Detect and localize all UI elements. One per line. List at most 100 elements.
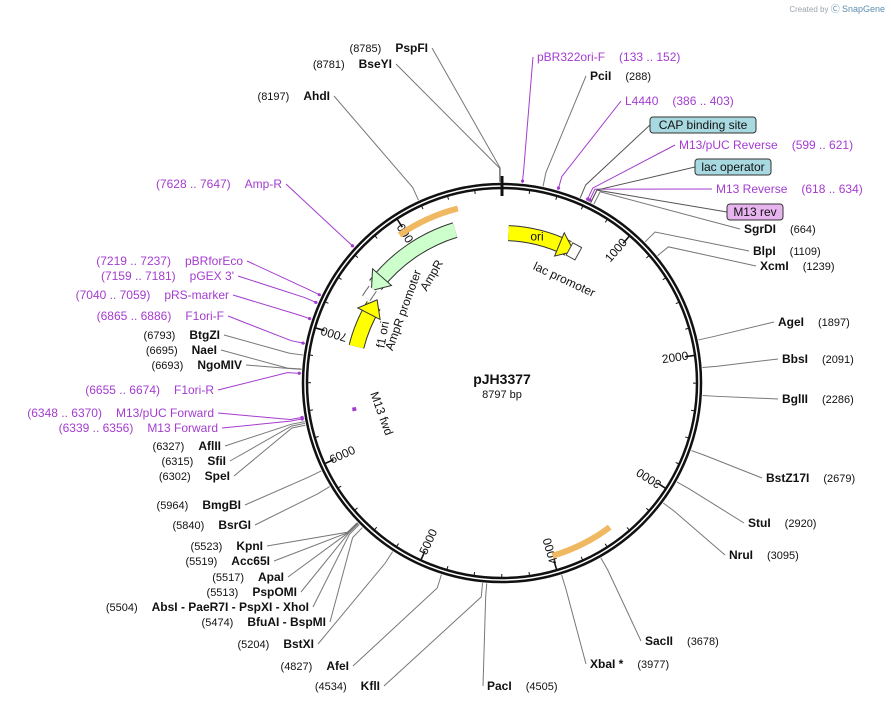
- minor-tick: [337, 276, 342, 280]
- major-tick: [685, 354, 696, 358]
- enzyme-name: PspFI: [395, 41, 428, 55]
- major-tick: [657, 482, 667, 490]
- enzyme-naei[interactable]: NaeI (6695): [146, 343, 302, 370]
- primer-l4440[interactable]: L4440(386 .. 403): [556, 94, 734, 191]
- enzyme-pcii[interactable]: PciI(288): [542, 69, 651, 187]
- enzyme-aflii[interactable]: AflII(6327): [153, 421, 305, 453]
- enzyme-xcmi[interactable]: XcmI(1239): [657, 246, 835, 273]
- enzyme-name: NruI: [729, 548, 753, 562]
- primer-prs-marker[interactable]: pRS-marker(7040 .. 7059): [76, 288, 312, 321]
- enzyme-leader-line: [273, 522, 359, 562]
- enzyme-sgrdi[interactable]: SgrDI(664): [593, 191, 816, 236]
- enzyme-kpni[interactable]: KpnI(5523): [191, 522, 358, 553]
- enzyme-position: (6693): [152, 360, 184, 372]
- feature-box-leader-line: [579, 124, 651, 199]
- enzyme-leader-line: [644, 231, 750, 252]
- enzyme-name: BfuAI - BspMI: [247, 615, 326, 629]
- primer-m13-reverse[interactable]: M13 Reverse(618 .. 634): [588, 182, 863, 202]
- enzyme-xbai[interactable]: XbaI *(3977): [561, 574, 670, 671]
- enzyme-bstz17i[interactable]: BstZ17I (2679): [691, 450, 855, 485]
- primer-m13-puc-forward[interactable]: M13/pUC Forward(6348 .. 6370): [27, 406, 305, 420]
- enzyme-name: KpnI: [236, 539, 263, 553]
- enzyme-bglii[interactable]: BglII(2286): [702, 392, 854, 406]
- enzyme-ahdi[interactable]: AhdI(8197): [258, 89, 419, 201]
- enzyme-name: NaeI: [192, 343, 217, 357]
- enzyme-leader-line: [287, 522, 359, 578]
- feature-ampr-promoter[interactable]: [362, 286, 376, 301]
- primer-range: (599 .. 621): [792, 138, 853, 152]
- enzyme-bsrgi[interactable]: BsrGI(5840): [173, 486, 330, 532]
- enzyme-position: (8781): [313, 59, 345, 71]
- primer-leader-line: [285, 183, 355, 248]
- feature-box-cap-binding-site[interactable]: CAP binding site: [579, 116, 757, 199]
- enzyme-name: BtgZI: [189, 328, 220, 342]
- enzyme-blpi[interactable]: BlpI(1109): [644, 231, 821, 258]
- enzyme-position: (2286): [822, 394, 854, 406]
- enzyme-position: (2920): [785, 518, 817, 530]
- enzyme-position: (6695): [146, 345, 178, 357]
- primer-f1ori-r[interactable]: F1ori-R(6655 .. 6674): [85, 371, 302, 397]
- feature-m13-fwd[interactable]: [352, 406, 357, 412]
- enzyme-position: (1897): [818, 317, 850, 329]
- enzyme-name: AfeI: [326, 659, 349, 673]
- enzyme-btgzi[interactable]: BtgZI(6793): [144, 328, 304, 356]
- enzyme-nrui[interactable]: NruI(3095): [662, 502, 799, 562]
- primer-pgex-3[interactable]: pGEX 3' (7159 .. 7181): [101, 269, 318, 304]
- enzyme-absi-paer7i-pspxi-xhoi[interactable]: AbsI - PaeR7I - PspXI - XhoI(5504): [106, 524, 360, 614]
- enzyme-position: (3977): [637, 659, 669, 671]
- primer-site-mark: [588, 198, 592, 202]
- enzyme-position: (5519): [186, 556, 218, 568]
- enzyme-sacii[interactable]: SacII(3678): [600, 557, 719, 648]
- primer-f1ori-f[interactable]: F1ori-F(6865 .. 6886): [97, 309, 306, 345]
- enzyme-bbsi[interactable]: BbsI(2091): [702, 352, 854, 368]
- feature-box-leader-line: [590, 166, 696, 203]
- enzyme-bmgbi[interactable]: BmgBI(5964): [157, 470, 322, 512]
- feature-lac-promoter[interactable]: [565, 242, 583, 261]
- primer-m13-puc-reverse[interactable]: M13/pUC Reverse(599 .. 621): [586, 138, 853, 201]
- enzyme-afei[interactable]: AfeI(4827): [281, 574, 442, 673]
- enzyme-position: (5474): [202, 617, 234, 629]
- enzyme-position: (5504): [106, 602, 138, 614]
- enzyme-paci[interactable]: PacI(4505): [482, 583, 557, 693]
- primer-pbr322ori-f[interactable]: pBR322ori-F(133 .. 152): [520, 50, 680, 184]
- primer-range: (7159 .. 7181): [101, 269, 176, 283]
- enzyme-pspomi[interactable]: PspOMI(5513): [207, 523, 359, 599]
- primer-leader-line: [237, 275, 318, 304]
- primer-name: F1ori-R: [174, 383, 214, 397]
- minor-tick: [373, 526, 378, 531]
- enzyme-bseyi[interactable]: BseYI(8781): [313, 57, 501, 183]
- primer-leader-line: [557, 100, 622, 191]
- enzyme-kfli[interactable]: KflI(4534): [315, 583, 484, 693]
- enzyme-agei[interactable]: AgeI (1897): [698, 315, 850, 341]
- enzyme-pspfi[interactable]: PspFI(8785): [350, 41, 501, 183]
- enzyme-position: (3678): [687, 636, 719, 648]
- enzyme-name: AgeI: [778, 315, 804, 329]
- feature-box-bg: [694, 158, 772, 176]
- enzyme-bstxi[interactable]: BstXI(5204): [238, 551, 394, 651]
- feature-label: ori: [530, 229, 543, 243]
- enzyme-ngomiv[interactable]: NgoMIV(6693): [152, 358, 302, 372]
- enzyme-leader-line: [542, 75, 587, 187]
- enzyme-spei[interactable]: SpeI(6302): [159, 424, 306, 483]
- primer-range: (7628 .. 7647): [156, 177, 231, 191]
- enzyme-stui[interactable]: StuI(2920): [676, 481, 817, 530]
- primer-name: pGEX 3': [190, 269, 234, 283]
- feature-box-m13-rev[interactable]: M13 rev: [590, 189, 784, 221]
- enzyme-name: BstZ17I: [766, 471, 809, 485]
- minor-tick: [314, 436, 319, 439]
- primer-range: (618 .. 634): [801, 182, 862, 196]
- enzyme-name: SpeI: [205, 469, 230, 483]
- primer-pbrforeco[interactable]: pBRforEco(7219 .. 7237): [96, 254, 322, 297]
- enzyme-position: (5840): [173, 520, 205, 532]
- primer-m13-forward[interactable]: M13 Forward(6339 .. 6356): [59, 417, 305, 435]
- minor-tick: [645, 507, 650, 512]
- enzyme-bfuai-bspmi[interactable]: BfuAI - BspMI (5474): [202, 527, 363, 629]
- enzyme-name: SfiI: [207, 454, 226, 468]
- enzyme-sfii[interactable]: SfiI(6315): [162, 422, 306, 468]
- major-tick: [314, 326, 325, 332]
- primer-amp-r[interactable]: Amp-R(7628 .. 7647): [156, 177, 355, 248]
- enzyme-acc65i[interactable]: Acc65I(5519): [186, 522, 359, 568]
- enzyme-position: (2679): [823, 473, 855, 485]
- feature-box-label: lac operator: [701, 160, 764, 174]
